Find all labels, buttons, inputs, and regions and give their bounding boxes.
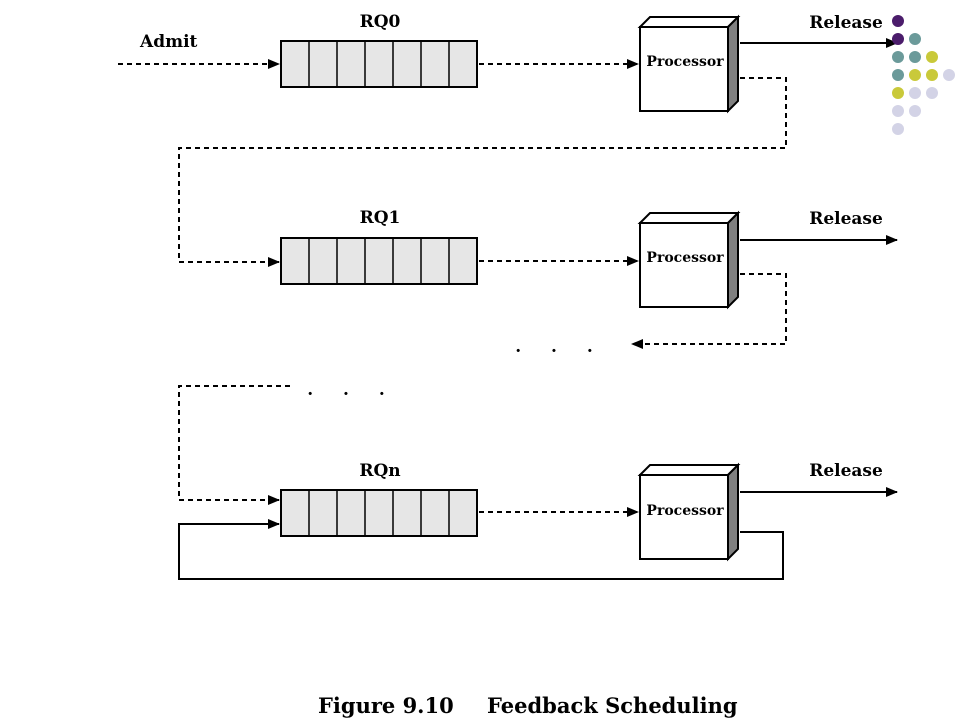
decor-dot	[926, 51, 938, 63]
decor-dot	[909, 105, 921, 117]
queue-label-rq0: RQ0	[360, 12, 401, 32]
decor-dot	[909, 33, 921, 45]
queue-body	[280, 489, 478, 537]
processor-top-face	[637, 464, 741, 476]
corner-dot-grid-icon	[892, 15, 955, 135]
feedback-path-0-to-1	[178, 77, 787, 267]
processor-label-0: Processor	[646, 54, 724, 70]
processor-front-face	[639, 474, 729, 560]
ellipsis-right: . . .	[515, 337, 605, 357]
processor-top-face	[637, 16, 741, 28]
decor-dot	[892, 87, 904, 99]
release-label-n: Release	[809, 461, 883, 481]
processor-box-n	[637, 462, 741, 562]
feedback-loop-rqn	[178, 519, 784, 580]
queue-body	[280, 237, 478, 285]
decor-dot	[892, 15, 904, 27]
processor-front-face	[639, 26, 729, 112]
decor-dot	[892, 51, 904, 63]
processor-side-face	[727, 462, 739, 562]
feedback-path-1-out	[631, 273, 787, 349]
queue-label-rq1: RQ1	[360, 208, 401, 228]
decor-dot	[926, 87, 938, 99]
decor-dot	[892, 33, 904, 45]
decor-dot	[926, 69, 938, 81]
release-label-1: Release	[809, 209, 883, 229]
decor-dot	[892, 69, 904, 81]
ellipsis-left: . . .	[307, 380, 397, 400]
decor-dot	[943, 69, 955, 81]
processor-box-0	[637, 14, 741, 114]
processor-box-1	[637, 210, 741, 310]
processor-label-n: Processor	[646, 503, 724, 519]
admit-label: Admit	[139, 32, 198, 52]
processor-side-face	[727, 210, 739, 310]
figure-number: Figure 9.10	[318, 693, 454, 718]
figure-title: Feedback Scheduling	[487, 693, 738, 718]
ready-queue-rq1	[280, 237, 478, 285]
decor-dot	[909, 51, 921, 63]
decor-dot	[892, 105, 904, 117]
decor-dot	[892, 123, 904, 135]
feedback-path-into-rqn	[178, 385, 290, 505]
ready-queue-rqn	[280, 489, 478, 537]
processor-front-face	[639, 222, 729, 308]
queue-body	[280, 40, 478, 88]
decor-dot	[909, 87, 921, 99]
processor-side-face	[727, 14, 739, 114]
queue-label-rqn: RQn	[359, 461, 400, 481]
ready-queue-rq0	[280, 40, 478, 88]
processor-label-1: Processor	[646, 250, 724, 266]
decor-dot	[909, 69, 921, 81]
processor-top-face	[637, 212, 741, 224]
release-label-0: Release	[809, 13, 883, 33]
